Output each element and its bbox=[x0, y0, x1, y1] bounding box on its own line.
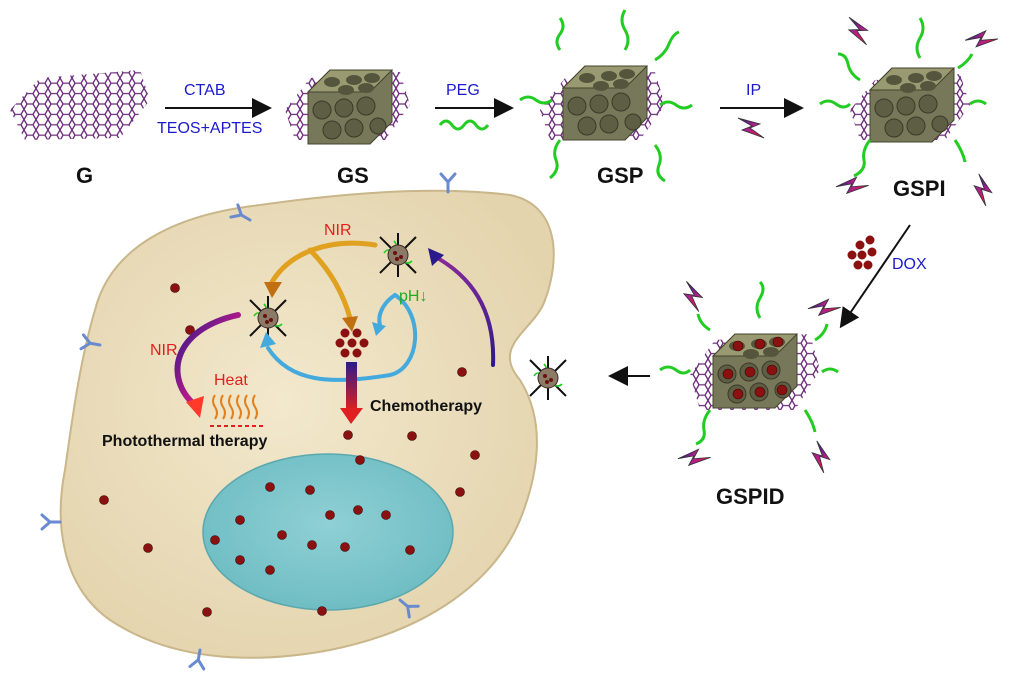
nir-left-arrowhead bbox=[186, 396, 204, 418]
gs-particle bbox=[285, 69, 410, 145]
cell-nucleus bbox=[202, 453, 454, 611]
photothermal-therapy-label: Photothermal therapy bbox=[102, 433, 268, 450]
reagent-dox: DOX bbox=[892, 256, 927, 273]
reagent-ctab: CTAB bbox=[184, 82, 226, 99]
stage-label-g: G bbox=[76, 163, 94, 188]
chemotherapy-arrow-shaft bbox=[346, 362, 357, 410]
uptake-arc bbox=[430, 253, 496, 367]
ph-label: pH↓ bbox=[399, 288, 428, 305]
nanoparticle-entering bbox=[529, 355, 567, 401]
nir-label-top: NIR bbox=[324, 222, 352, 239]
nir-label-left: NIR bbox=[150, 342, 178, 359]
ph-arrowhead-left bbox=[260, 332, 276, 348]
dox-molecules bbox=[99, 283, 480, 617]
gspid-particle bbox=[659, 280, 842, 475]
nir-arrowhead-left bbox=[264, 282, 282, 298]
chemotherapy-label: Chemotherapy bbox=[370, 398, 483, 415]
stage-label-gs: GS bbox=[337, 163, 369, 188]
stage-label-gsp: GSP bbox=[597, 163, 644, 188]
stage-label-gspi: GSPI bbox=[893, 176, 946, 201]
heat-label: Heat bbox=[214, 372, 248, 389]
arrow-gspi-to-gspid bbox=[839, 224, 911, 329]
heat-wave-icon bbox=[212, 394, 258, 420]
dox-cluster-icon bbox=[847, 235, 877, 270]
chemotherapy-arrowhead bbox=[340, 408, 363, 424]
graphene-sheet bbox=[10, 70, 150, 140]
gspi-particle bbox=[819, 16, 1000, 207]
peg-chain-icon bbox=[438, 119, 490, 131]
reagent-peg: PEG bbox=[446, 82, 480, 99]
ph-loop bbox=[266, 293, 418, 382]
nir-arrows bbox=[269, 240, 378, 321]
stage-label-gspid: GSPID bbox=[716, 484, 785, 509]
uptake-arrowhead bbox=[428, 248, 444, 266]
gsp-particle bbox=[519, 9, 693, 183]
ip-bolt-icon bbox=[737, 117, 765, 139]
reagent-teos-aptes: TEOS+APTES bbox=[157, 120, 263, 137]
released-dox-cluster bbox=[335, 328, 369, 358]
nir-left-curve bbox=[174, 312, 241, 408]
ph-arrowhead-center bbox=[372, 322, 386, 336]
nir-arrowhead-center bbox=[342, 316, 358, 332]
reagent-ip: IP bbox=[746, 82, 762, 99]
